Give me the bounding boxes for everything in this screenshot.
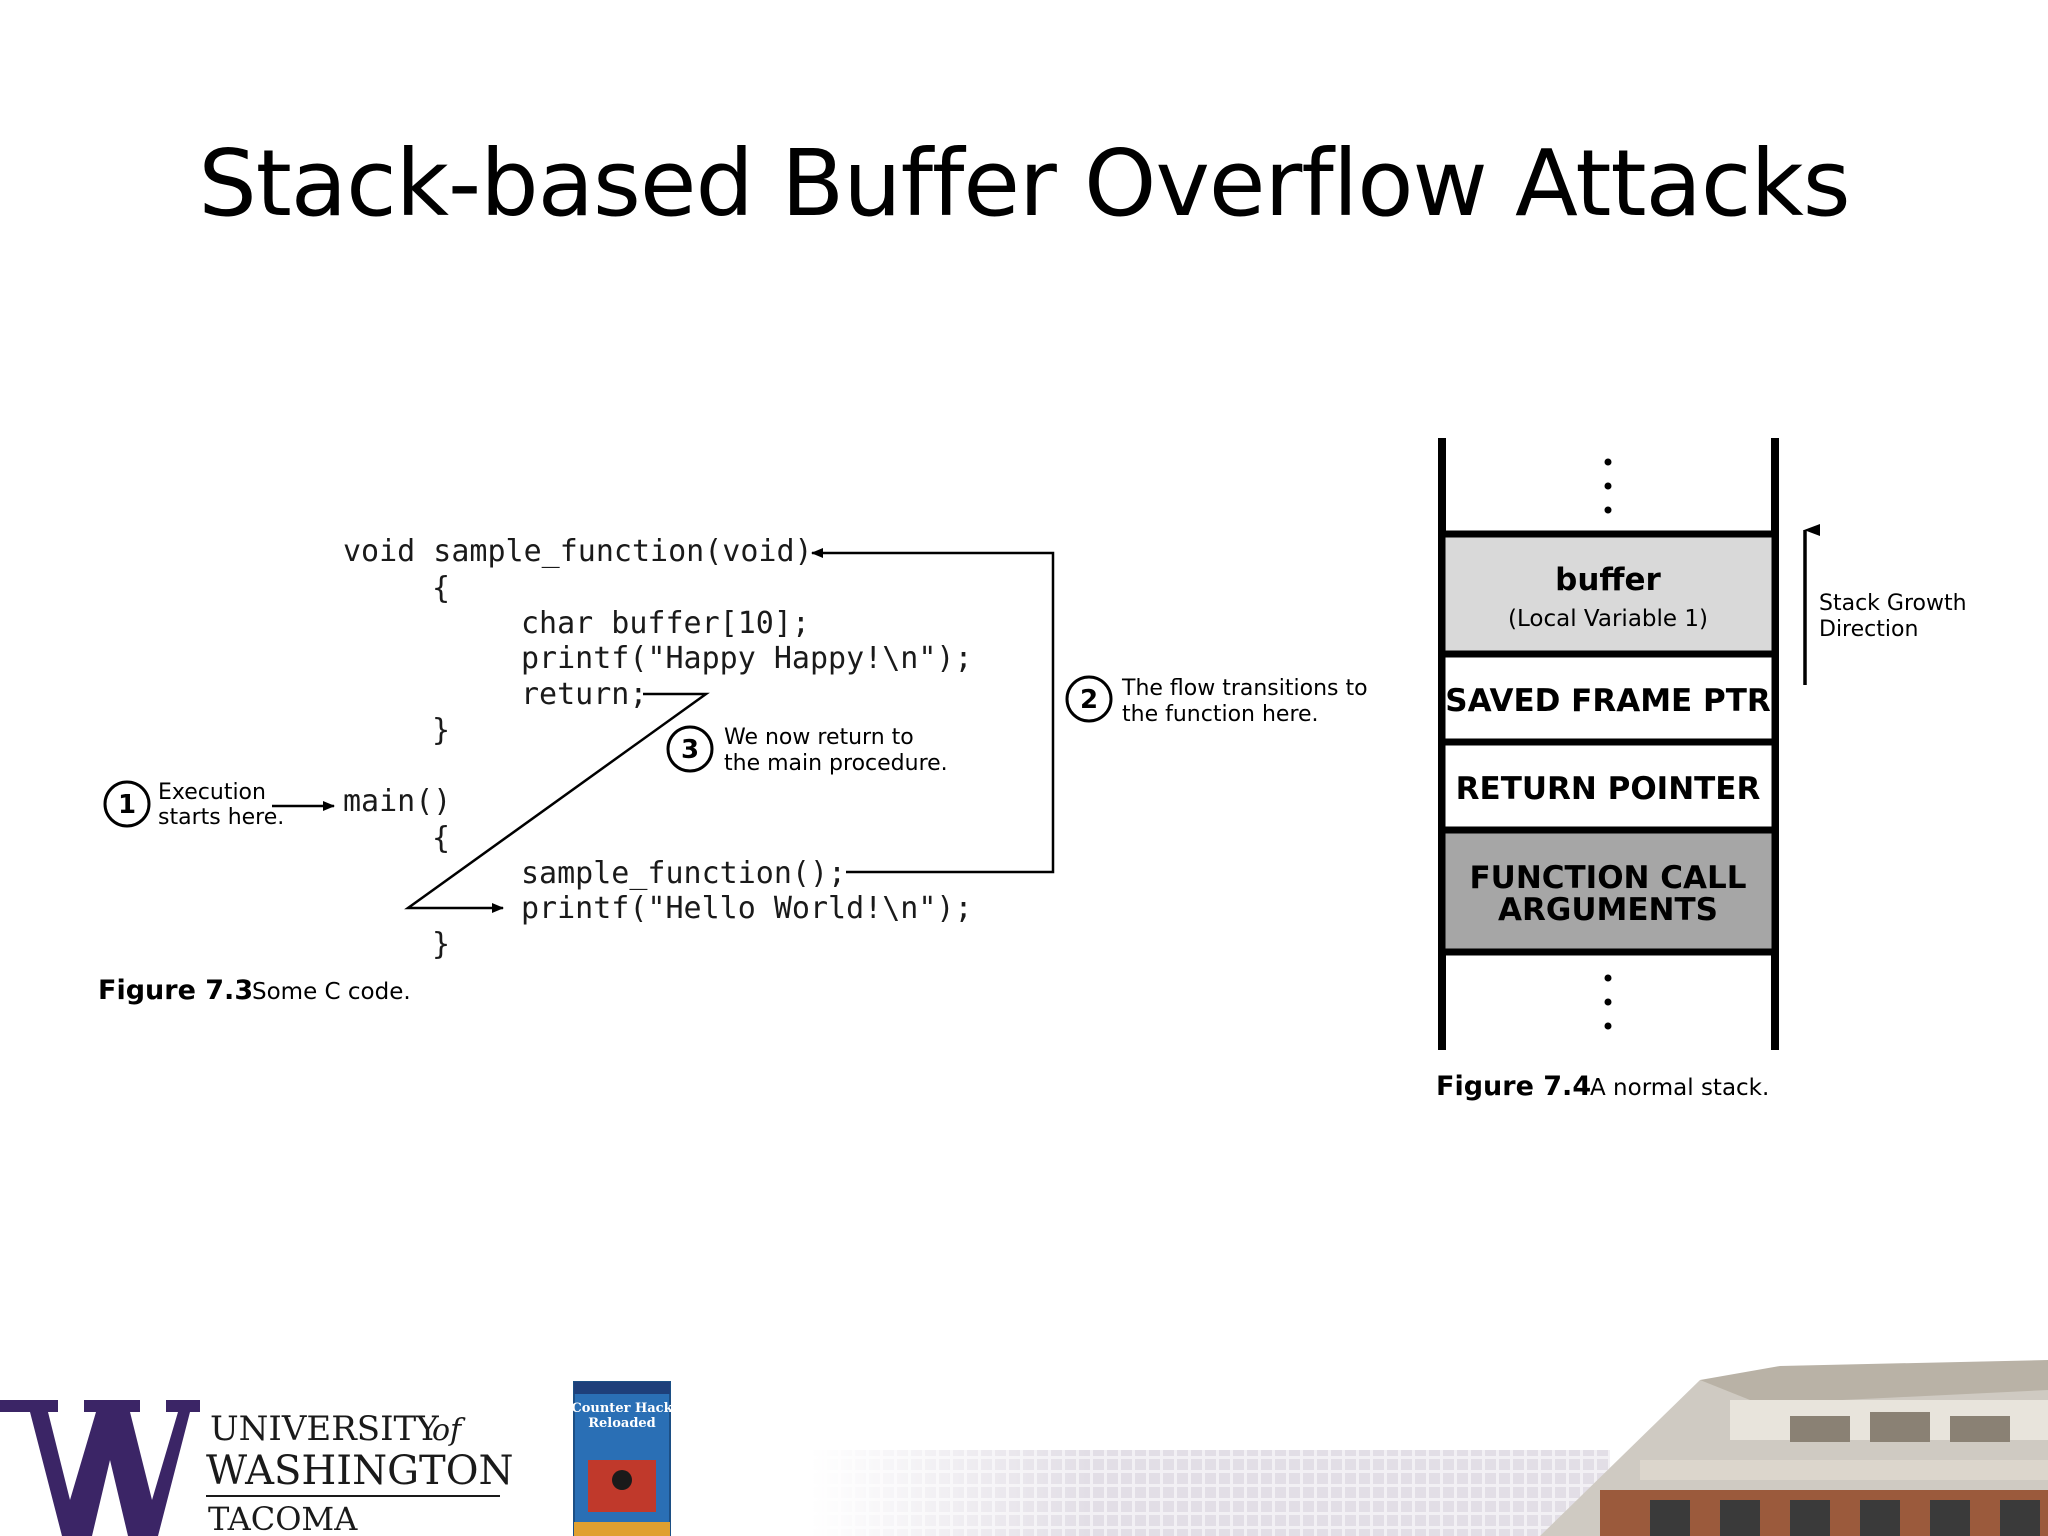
code-line-call-sample: sample_function(); (521, 856, 846, 891)
call-flow-arrow (811, 548, 1055, 874)
stack-return-pointer-label: RETURN POINTER (1456, 771, 1761, 807)
code-line-buffer-decl: char buffer[10]; (521, 606, 810, 641)
uw-line2: WASHINGTON (206, 1448, 514, 1494)
book-title-line2: Reloaded (588, 1416, 656, 1431)
stack-top-ellipsis (1604, 458, 1612, 514)
return-flow-arrow (404, 692, 710, 913)
uw-of: of (432, 1413, 466, 1448)
code-line-main: main() (343, 784, 451, 819)
book-cover: Counter Hack Reloaded (571, 1381, 674, 1536)
stack-bottom-ellipsis (1604, 974, 1612, 1030)
stack-buffer-sublabel: (Local Variable 1) (1508, 606, 1708, 632)
code-line-function-signature: void sample_function(void) (343, 534, 813, 569)
code-line-main-close-brace: } (432, 927, 450, 962)
stack-growth-line2: Direction (1819, 617, 1918, 642)
step-1-line2: starts here. (158, 805, 284, 830)
stack-args-line2: ARGUMENTS (1498, 892, 1718, 928)
footer-banner: UNIVERSITY of WASHINGTON TACOMA Counter … (0, 1360, 2048, 1536)
step-1-number: 1 (118, 790, 136, 820)
step-2-line2: the function here. (1122, 702, 1319, 727)
figure-7-3-caption: Some C code. (252, 979, 411, 1005)
code-line-main-open-brace: { (432, 821, 450, 856)
code-line-printf-hello: printf("Hello World!\n"); (521, 891, 973, 926)
code-line-return: return; (521, 677, 647, 712)
step-2-badge (1065, 675, 1113, 723)
stack-args-line1: FUNCTION CALL (1469, 860, 1746, 896)
building-illustration (1540, 1360, 2048, 1536)
uw-logo: UNIVERSITY of WASHINGTON TACOMA (0, 1400, 514, 1536)
uw-w-mark (0, 1400, 200, 1536)
step-1-line1: Execution (158, 780, 266, 805)
code-figure: void sample_function(void) { char buffer… (98, 534, 1368, 1006)
code-line-printf-happy: printf("Happy Happy!\n"); (521, 641, 973, 676)
uw-line1: UNIVERSITY (210, 1409, 439, 1449)
step-2-number: 2 (1080, 685, 1098, 715)
step-3-line2: the main procedure. (724, 751, 948, 776)
figure-7-4-label: Figure 7.4 (1436, 1071, 1591, 1102)
step-3-number: 3 (681, 735, 699, 765)
code-line-close-brace: } (432, 713, 450, 748)
step-3-line1: We now return to (724, 725, 914, 750)
stack-growth-line1: Stack Growth (1819, 591, 1967, 616)
book-title-line1: Counter Hack (571, 1401, 673, 1416)
figure-7-4-caption: A normal stack. (1590, 1075, 1769, 1101)
stack-figure: buffer (Local Variable 1) SAVED FRAME PT… (1436, 438, 1967, 1102)
figure-7-3-label: Figure 7.3 (98, 975, 253, 1006)
step-2-line1: The flow transitions to (1121, 676, 1368, 701)
stack-cell-function-args (1438, 826, 1779, 956)
step-3-badge (666, 725, 714, 773)
slide-title: Stack-based Buffer Overflow Attacks (198, 130, 1850, 237)
stack-saved-frame-label: SAVED FRAME PTR (1445, 683, 1771, 719)
uw-line3: TACOMA (208, 1500, 358, 1536)
step-1-badge (103, 780, 151, 828)
code-line-open-brace: { (432, 571, 450, 606)
stack-buffer-label: buffer (1555, 562, 1661, 598)
